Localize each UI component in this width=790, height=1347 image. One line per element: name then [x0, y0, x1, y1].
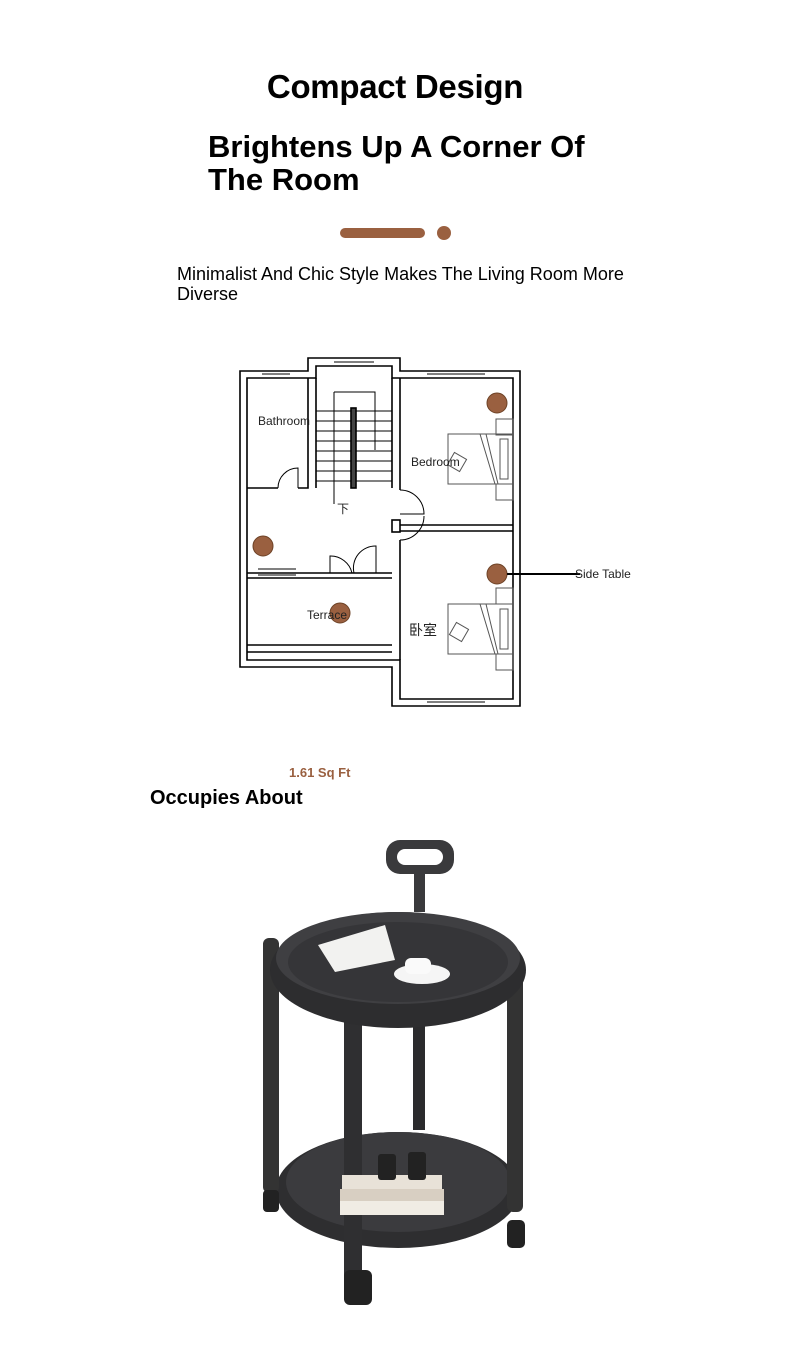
- label-terrace: Terrace: [307, 608, 348, 622]
- divider-dot: [437, 226, 451, 240]
- label-bathroom: Bathroom: [258, 414, 311, 428]
- page-title: Compact Design: [266, 68, 524, 105]
- floor-plan: [239, 357, 521, 707]
- side-table-markers: [252, 392, 508, 624]
- marker-hall: [252, 535, 274, 557]
- area-value: 1.61 Sq Ft: [289, 765, 351, 780]
- marker-bedroom-2: [486, 563, 508, 585]
- side-table-product: [263, 840, 526, 1305]
- marker-terrace: [329, 602, 351, 624]
- label-stairs-down: 下: [337, 502, 350, 516]
- label-bedroom-cn: 卧室: [409, 622, 437, 638]
- label-side-table: Side Table: [575, 567, 631, 581]
- label-bedroom: Bedroom: [411, 455, 460, 469]
- description: Minimalist And Chic Style Makes The Livi…: [177, 264, 624, 304]
- subtitle: Brightens Up A Corner Of The Room: [208, 129, 585, 197]
- area-label: Occupies About: [150, 787, 303, 809]
- divider-bar: [340, 228, 425, 238]
- marker-bedroom: [486, 392, 508, 414]
